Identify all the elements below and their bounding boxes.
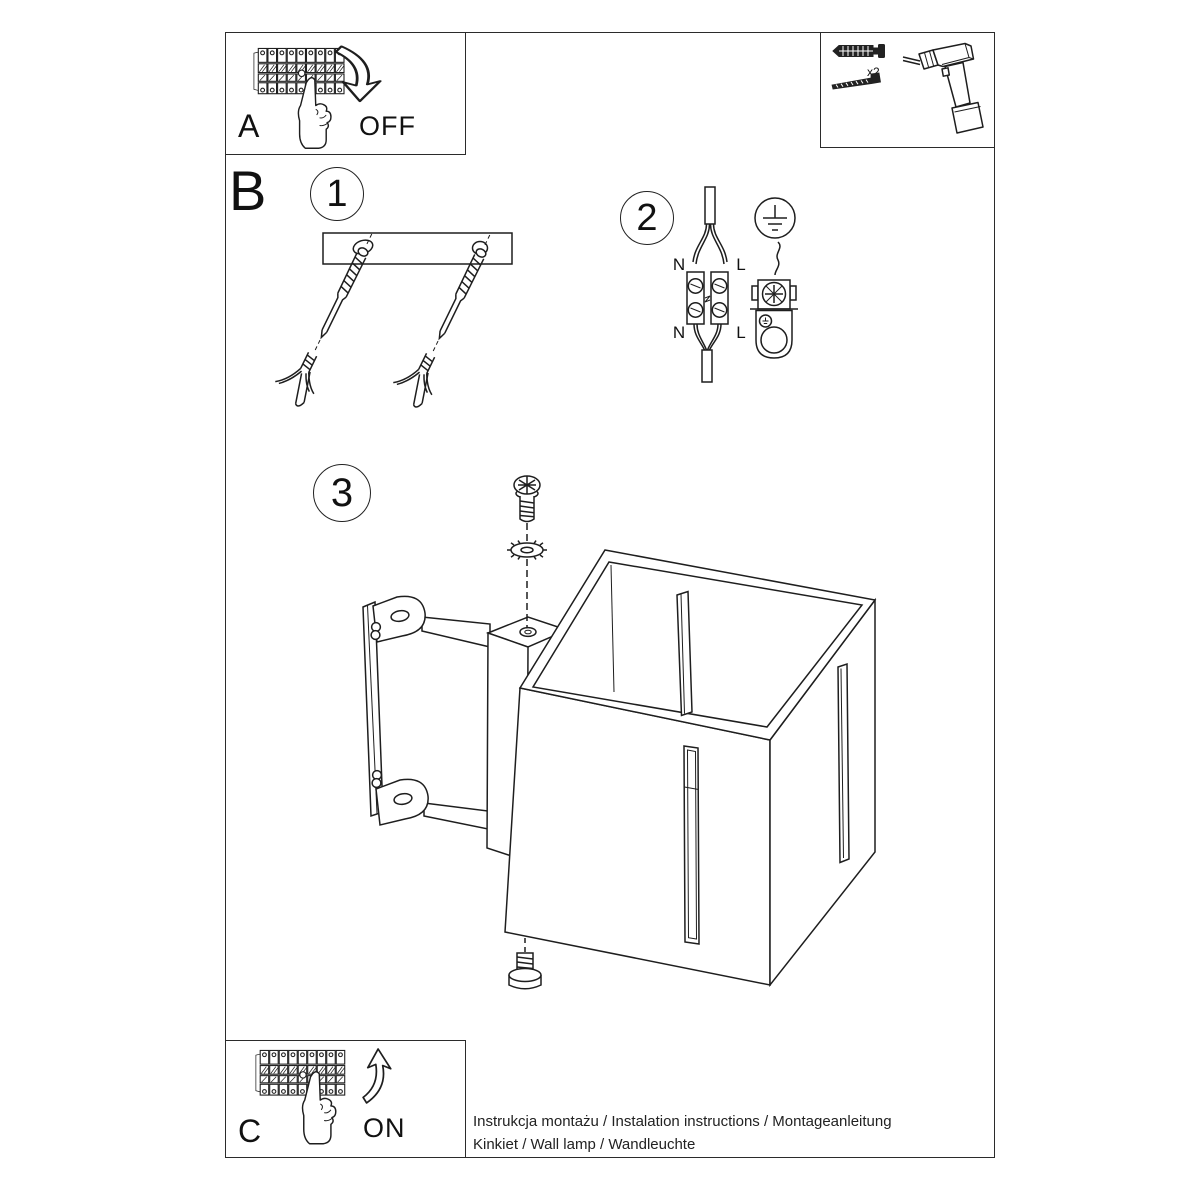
- section-b-label: B: [229, 159, 267, 222]
- wall-bracket: [362, 595, 429, 826]
- drill-icon: [902, 42, 984, 134]
- neutral-label-top: N: [673, 255, 685, 274]
- breaker-off-illustration: [226, 44, 382, 149]
- circuit-breaker-icon: [256, 1050, 345, 1095]
- live-label-top: L: [736, 255, 745, 274]
- cube-front-face: [504, 687, 771, 986]
- live-label-bottom: L: [736, 323, 745, 342]
- terminal-block: [686, 271, 729, 325]
- tools-illustration: x2: [831, 42, 984, 134]
- front-light-slot: [683, 745, 700, 945]
- step-3-number: 3: [330, 470, 354, 515]
- bracket-arm-top: [421, 616, 491, 648]
- footer-line-1: Instrukcja montażu / Instalation instruc…: [473, 1113, 892, 1130]
- cable-top: [704, 186, 716, 225]
- wire-fork-bottom: [693, 323, 722, 351]
- wire-fork-top: [692, 223, 728, 265]
- step-a-box: A OFF: [225, 32, 466, 155]
- arrow-up-icon: [363, 1049, 391, 1103]
- step-3-assembly-diagram: [362, 475, 877, 990]
- step-1-badge: 1: [310, 167, 364, 221]
- interior-corner-edge: [610, 564, 615, 693]
- lock-washer: [507, 540, 547, 560]
- footer-line-2: Kinkiet / Wall lamp / Wandleuchte: [473, 1136, 696, 1153]
- step-c-label: C: [238, 1113, 262, 1149]
- power-off-label: OFF: [359, 111, 416, 141]
- drawing-frame: [225, 32, 995, 1158]
- neutral-label-bottom: N: [673, 323, 685, 342]
- cube-inner-rim: [531, 561, 864, 728]
- title-block: Instrukcja montażu / Instalation instruc…: [473, 1110, 983, 1156]
- bracket-hole-top: [390, 609, 410, 623]
- interior-slot-rib: [676, 590, 693, 717]
- step-a-label: A: [238, 108, 260, 144]
- step-3-badge: 3: [313, 464, 371, 522]
- power-on-label: ON: [363, 1113, 406, 1143]
- ground-symbol-icon: [754, 197, 796, 239]
- step-c-box: C ON: [225, 1040, 466, 1158]
- circuit-breaker-icon: [254, 48, 344, 93]
- block-screw-hole: [519, 626, 537, 638]
- ground-terminal: [750, 279, 798, 359]
- cube-top-opening: [518, 549, 877, 741]
- cable-bottom: [701, 349, 713, 383]
- breaker-on-illustration: [226, 1041, 467, 1145]
- bracket-hole-bottom: [393, 792, 413, 806]
- step-1-number: 1: [326, 172, 348, 215]
- step-2-badge: 2: [620, 191, 674, 245]
- fixing-screw-bottom: [508, 952, 542, 990]
- right-light-slot: [837, 662, 850, 864]
- fixing-screw-top: [513, 475, 541, 523]
- tools-box: x2: [820, 32, 995, 148]
- bracket-arm-bottom: [423, 802, 489, 830]
- mounting-screw-icon: [831, 72, 881, 90]
- step-1-diagram: [269, 223, 513, 412]
- cube-lamp-body: [504, 549, 877, 988]
- ground-wire: [774, 241, 781, 276]
- wall-anchor-icon: [832, 44, 885, 58]
- step-2-number: 2: [636, 196, 658, 239]
- step-2-wiring-diagram: N L N L: [673, 186, 798, 383]
